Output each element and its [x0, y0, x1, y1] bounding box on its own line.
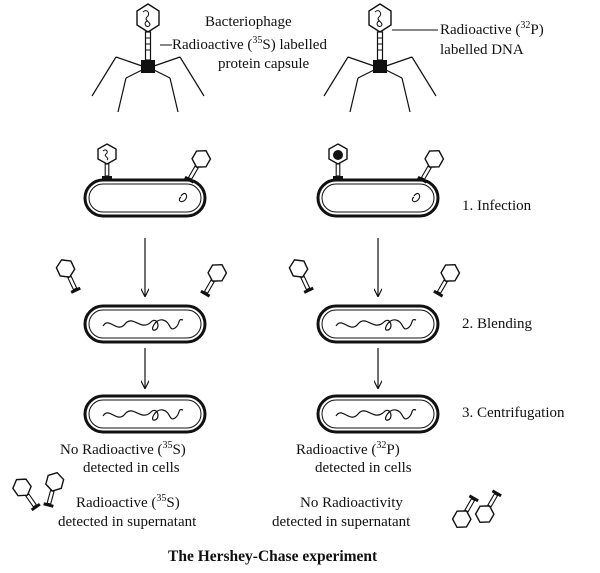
phage-32P-labelled: [323, 3, 437, 113]
phage-detached-right-1: [286, 255, 318, 296]
cell-infection-right: [316, 178, 440, 218]
phage-35S-labelled: [91, 3, 205, 113]
label-32P-dna-line2: labelled DNA: [440, 42, 524, 58]
phage-attached-right-1: [328, 143, 348, 180]
step-infection: 1. Infection: [462, 198, 532, 214]
cell-centrifugation-left: [83, 394, 207, 434]
phage-detached-left-1: [53, 255, 85, 296]
phage-attached-left-2: [180, 145, 214, 186]
result-left-cells: No Radioactive (35S): [60, 440, 186, 459]
supernatant-phages-left: [9, 469, 66, 514]
label-32P-dna: Radioactive (32P): [440, 20, 544, 39]
phage-attached-left-1: [97, 143, 117, 180]
phage-attached-right-2: [413, 145, 447, 186]
step-centrifugation: 3. Centrifugation: [462, 405, 565, 421]
label-35S-protein: Radioactive (35S) labelled: [172, 35, 327, 54]
cell-centrifugation-right: [316, 394, 440, 434]
phage-detached-left-2: [196, 259, 230, 300]
result-left-supernatant-line2: detected in supernatant: [58, 514, 197, 530]
result-left-cells-line2: detected in cells: [83, 460, 180, 476]
label-35S-protein-line2: protein capsule: [218, 56, 310, 72]
cell-blending-left: [83, 304, 207, 344]
result-right-cells-line2: detected in cells: [315, 460, 412, 476]
result-right-supernatant: No Radioactivity: [300, 495, 403, 511]
phage-detached-right-2: [429, 259, 463, 300]
cell-blending-right: [316, 304, 440, 344]
result-right-cells: Radioactive (32P): [296, 440, 400, 459]
cell-infection-left: [83, 178, 207, 218]
result-right-supernatant-line2: detected in supernatant: [272, 514, 411, 530]
result-left-supernatant: Radioactive (35S): [76, 493, 180, 512]
supernatant-phages-right: [449, 487, 506, 533]
figure-caption: The Hershey-Chase experiment: [168, 548, 378, 565]
bacteriophage-label: Bacteriophage: [205, 14, 292, 30]
step-blending: 2. Blending: [462, 316, 532, 332]
